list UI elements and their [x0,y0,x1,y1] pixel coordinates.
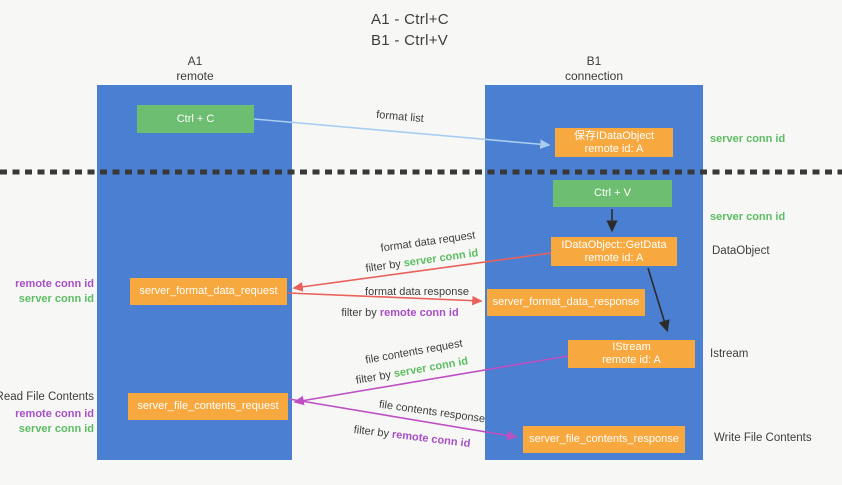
server-file-contents-request-label: server_file_contents_request [137,400,279,412]
save-idataobject-line1: 保存IDataObject [573,129,655,142]
filter-by-prefix: filter by [354,368,395,387]
server-file-contents-response-node[interactable]: server_file_contents_response [523,426,685,453]
lane-b1-subtitle: connection [564,69,624,83]
lane-header-a1: A1 remote [135,54,255,84]
write-file-contents-annotation: Write File Contents [714,432,812,444]
istream-node[interactable]: IStream remote id: A [568,340,695,368]
save-idataobject-line2: remote id: A [584,142,644,155]
filter-by-prefix: filter by [341,307,380,319]
lane-a1-subtitle: remote [176,69,214,83]
filter-by-prefix: filter by [364,257,405,275]
format-data-response-label: format data response [365,286,469,298]
server-conn-id-annotation-top: server conn id [710,133,786,145]
file-contents-response-label: file contents response [378,398,486,426]
title-line-paste: B1 - Ctrl+V [371,32,449,49]
ctrl-c-label: Ctrl + C [176,112,215,125]
format-list-label: format list [375,108,425,126]
server-format-data-response-node[interactable]: server_format_data_response [487,289,645,316]
getdata-line1: IDataObject::GetData [561,238,667,251]
getdata-line2: remote id: A [584,251,644,264]
server-file-contents-request-node[interactable]: server_file_contents_request [128,393,288,420]
ctrl-v-label: Ctrl + V [594,187,631,199]
filter-by-prefix: filter by [353,423,393,441]
server-conn-id-annotation-mid: server conn id [710,211,786,223]
server-conn-id-text: server conn id [402,247,480,270]
filter-by-remote-conn-id-label-1: filter by remote conn id [341,307,458,319]
filter-by-remote-conn-id-label-2: filter by remote conn id [353,424,471,450]
server-conn-id-annotation-file: server conn id [18,423,94,435]
remote-conn-id-annotation-format: remote conn id [15,278,94,290]
remote-conn-id-text: remote conn id [379,307,459,319]
ctrl-c-node[interactable]: Ctrl + C [137,105,254,133]
server-conn-id-annotation-format: server conn id [18,293,94,305]
remote-conn-id-text: remote conn id [391,428,471,451]
remote-conn-id-annotation-file: remote conn id [15,408,94,420]
dataobject-annotation: DataObject [712,245,770,257]
ctrl-v-node[interactable]: Ctrl + V [553,180,672,207]
istream-annotation: Istream [710,348,749,360]
read-file-contents-annotation: Read File Contents [0,391,94,403]
save-idataobject-node[interactable]: 保存IDataObject remote id: A [555,128,673,157]
server-format-data-response-label: server_format_data_response [492,296,640,308]
lane-a1-name: A1 [187,54,203,68]
lane-b1-name: B1 [586,54,602,68]
lane-header-b1: B1 connection [534,54,654,84]
istream-line2: remote id: A [602,354,661,366]
diagram-title: A1 - Ctrl+C B1 - Ctrl+V [371,9,449,51]
server-format-data-request-label: server_format_data_request [139,285,278,297]
istream-line1: IStream [612,341,651,353]
title-line-copy: A1 - Ctrl+C [371,11,449,28]
idataobject-getdata-node[interactable]: IDataObject::GetData remote id: A [551,237,677,266]
server-format-data-request-node[interactable]: server_format_data_request [130,278,287,305]
server-file-contents-response-label: server_file_contents_response [529,433,679,445]
